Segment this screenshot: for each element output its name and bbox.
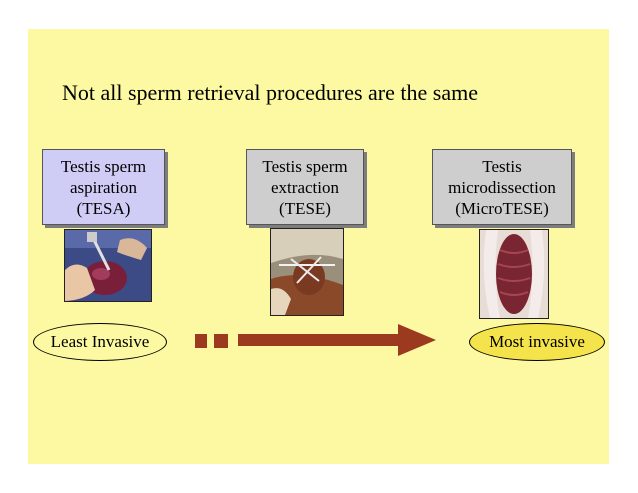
least-invasive-label: Least Invasive — [50, 332, 150, 351]
arrow-dash — [214, 334, 228, 348]
least-invasive-ellipse: Least Invasive — [33, 323, 167, 361]
invasiveness-arrow — [238, 324, 436, 356]
microtese-label: Testis microdissection (MicroTESE) — [448, 156, 556, 218]
tesa-box: Testis sperm aspiration (TESA) — [42, 149, 165, 225]
tesa-photo — [64, 229, 152, 302]
most-invasive-label: Most invasive — [489, 332, 585, 351]
tesa-label: Testis sperm aspiration (TESA) — [60, 156, 147, 218]
tese-photo — [270, 228, 344, 316]
tese-label: Testis sperm extraction (TESE) — [262, 156, 348, 218]
tese-box: Testis sperm extraction (TESE) — [246, 149, 364, 225]
microtese-box: Testis microdissection (MicroTESE) — [432, 149, 572, 225]
most-invasive-ellipse: Most invasive — [469, 323, 605, 361]
microtese-photo — [479, 229, 549, 319]
slide-title: Not all sperm retrieval procedures are t… — [62, 80, 478, 105]
arrow-dash — [195, 334, 207, 348]
